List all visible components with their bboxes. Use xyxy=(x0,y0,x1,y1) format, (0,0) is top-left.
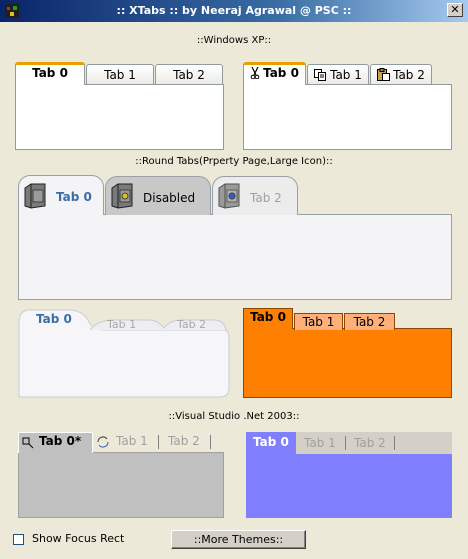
xp-right-tab-1[interactable]: Tab 1 xyxy=(307,64,369,84)
curved-tab-shape xyxy=(18,309,230,398)
tab-divider xyxy=(345,436,346,450)
section-label-vs: ::Visual Studio .Net 2003:: xyxy=(168,411,300,422)
pin-icon xyxy=(22,437,34,449)
close-button[interactable]: ✕ xyxy=(447,3,463,17)
vs-left-tab-0[interactable]: Tab 0* xyxy=(18,432,93,453)
tab-divider xyxy=(394,436,395,450)
round-pane xyxy=(18,214,452,300)
xp-left-pane xyxy=(15,84,224,150)
xp-left-tab-0[interactable]: Tab 0 xyxy=(15,62,85,85)
tab-label: Tab 2 xyxy=(393,68,425,82)
vs-right-strip xyxy=(246,432,452,454)
xp-right-pane xyxy=(243,84,452,150)
folder-icon xyxy=(24,183,46,209)
close-icon: ✕ xyxy=(450,3,460,16)
xp-right-tab-0[interactable]: Tab 0 xyxy=(243,62,306,85)
refresh-icon xyxy=(97,436,109,448)
orange-pane xyxy=(243,328,452,398)
tab-label: Tab 0 xyxy=(32,66,68,80)
tab-label: Tab 2 xyxy=(353,315,386,329)
round-tab-disabled[interactable]: Disabled xyxy=(105,176,211,215)
tab-label: Tab 0 xyxy=(263,66,299,80)
copy-icon xyxy=(314,69,327,81)
tab-label: Tab 0* xyxy=(39,434,82,448)
orange-tab-0[interactable]: Tab 0 xyxy=(243,308,293,329)
window-title: :: XTabs :: by Neeraj Agrawal @ PSC :: xyxy=(116,4,352,17)
vs-right-pane xyxy=(246,454,452,518)
xp-right-tab-2[interactable]: Tab 2 xyxy=(370,64,432,84)
vs-left-pane xyxy=(18,452,224,518)
tab-label: Tab 2 xyxy=(250,191,282,205)
folder-yellow-icon xyxy=(111,183,133,209)
tab-divider xyxy=(210,435,211,449)
curved-tab-0[interactable]: Tab 0 xyxy=(36,312,72,326)
tab-label: Tab 1 xyxy=(302,315,335,329)
show-focus-rect-checkbox[interactable] xyxy=(13,534,24,545)
curved-tab-1[interactable]: Tab 1 xyxy=(107,318,137,331)
tab-label: Tab 2 xyxy=(173,68,205,82)
more-themes-button[interactable]: ::More Themes:: xyxy=(171,530,306,549)
tab-label: Tab 0 xyxy=(56,190,92,204)
xp-left-tab-2[interactable]: Tab 2 xyxy=(155,64,223,84)
section-label-round: ::Round Tabs(Prperty Page,Large Icon):: xyxy=(135,156,333,167)
vs-right-tab-2[interactable]: Tab 2 xyxy=(354,436,386,450)
vs-right-tab-0[interactable]: Tab 0 xyxy=(246,432,296,454)
tab-divider xyxy=(158,435,159,449)
vs-right-tab-1[interactable]: Tab 1 xyxy=(304,436,336,450)
round-tab-2[interactable]: Tab 2 xyxy=(212,176,298,215)
tab-label: Disabled xyxy=(143,191,196,205)
vs-left-tab-1[interactable]: Tab 1 xyxy=(116,434,148,448)
orange-tab-2[interactable]: Tab 2 xyxy=(344,313,395,330)
tab-label: Tab 1 xyxy=(330,68,362,82)
vs-left-tab-2[interactable]: Tab 2 xyxy=(168,434,200,448)
tab-label: Tab 1 xyxy=(104,68,136,82)
scissors-icon xyxy=(250,67,260,79)
curved-tab-2[interactable]: Tab 2 xyxy=(177,318,207,331)
app-icon xyxy=(5,4,19,18)
orange-tab-1[interactable]: Tab 1 xyxy=(294,313,343,330)
tab-label: Tab 0 xyxy=(250,310,286,324)
title-bar[interactable]: :: XTabs :: by Neeraj Agrawal @ PSC :: ✕ xyxy=(0,0,468,22)
folder-blue-icon xyxy=(218,183,240,209)
xp-left-tab-1[interactable]: Tab 1 xyxy=(86,64,154,84)
paste-icon xyxy=(377,68,391,81)
section-label-xp: ::Windows XP:: xyxy=(196,35,272,46)
round-tab-0[interactable]: Tab 0 xyxy=(18,175,104,215)
show-focus-rect-label: Show Focus Rect xyxy=(32,532,125,545)
